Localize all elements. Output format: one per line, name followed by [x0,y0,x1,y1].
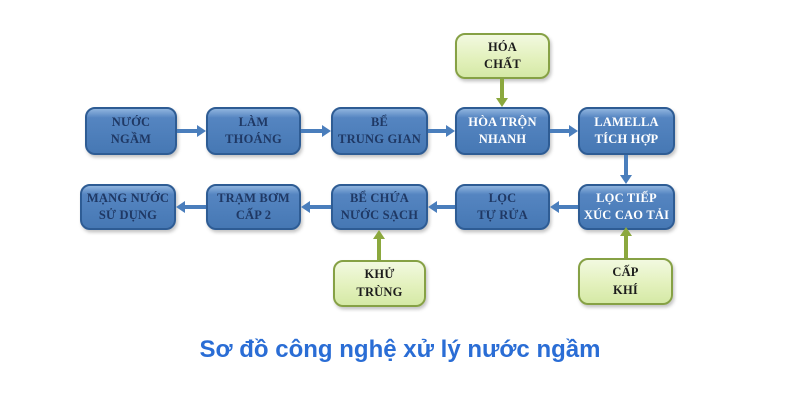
node-label: LỌC TIẾP XÚC CAO TẢI [583,190,670,223]
arrow-head-icon [620,175,632,184]
arrow-shaft [177,129,198,133]
arrow-shaft [550,129,570,133]
arrow-head-icon [197,125,206,137]
arrow-head-icon [569,125,578,137]
arrow-shaft [309,205,331,209]
node-khu-trung: KHỬ TRÙNG [333,260,426,307]
node-label: HÓA CHẤT [484,39,521,72]
node-label: CẤP KHÍ [612,265,639,297]
arrow-head-icon [322,125,331,137]
arrow-tram-bom-to-mang-nuoc [176,201,206,213]
arrow-shaft [184,205,206,209]
node-tram-bom-cap-2: TRẠM BƠM CẤP 2 [206,184,301,230]
arrow-lamella-to-loc-tiep-xuc [620,155,632,184]
arrow-shaft [624,235,628,258]
arrow-cap-khi-to-loc-tiep-xuc [620,227,632,258]
node-lam-thoang: LÀM THOÁNG [206,107,301,155]
arrow-be-trung-gian-to-hoa-tron-nhanh [428,125,455,137]
arrow-head-icon [446,125,455,137]
node-label: BỂ TRUNG GIAN [338,114,421,147]
diagram-title: Sơ đồ công nghệ xử lý nước ngầm [199,336,601,363]
node-label: LỌC TỰ RỬA [477,190,528,223]
arrow-head-icon [496,98,508,107]
arrow-hoa-tron-nhanh-to-lamella [550,125,578,137]
node-mang-nuoc-su-dung: MẠNG NƯỚC SỬ DỤNG [80,184,176,230]
node-label: LAMELLA TÍCH HỢP [594,114,659,147]
node-label: MẠNG NƯỚC SỬ DỤNG [86,190,170,223]
arrow-nuoc-ngam-to-lam-thoang [177,125,206,137]
arrow-hoa-chat-to-hoa-tron-nhanh [496,79,508,107]
node-label: NƯỚC NGẦM [110,114,152,147]
node-label: TRẠM BƠM CẤP 2 [217,190,290,223]
arrow-head-icon [176,201,185,213]
arrow-loc-tu-rua-to-be-chua [428,201,455,213]
arrow-head-icon [301,201,310,213]
arrow-shaft [558,205,578,209]
node-be-chua-nuoc-sach: BỂ CHỨA NƯỚC SẠCH [331,184,428,230]
arrow-lam-thoang-to-be-trung-gian [301,125,331,137]
node-label: LÀM THOÁNG [225,114,282,147]
node-nuoc-ngam: NƯỚC NGẦM [85,107,177,155]
arrow-shaft [436,205,455,209]
arrow-khu-trung-to-be-chua [373,230,385,260]
arrow-shaft [301,129,323,133]
arrow-shaft [428,129,447,133]
node-hoa-chat: HÓA CHẤT [455,33,550,79]
arrow-head-icon [428,201,437,213]
arrow-be-chua-to-tram-bom [301,201,331,213]
node-label: BỂ CHỨA NƯỚC SẠCH [340,190,419,223]
arrow-loc-tiep-xuc-to-loc-tu-rua [550,201,578,213]
node-be-trung-gian: BỂ TRUNG GIAN [331,107,428,155]
node-cap-khi: CẤP KHÍ [578,258,673,305]
arrow-shaft [377,238,381,260]
node-loc-tiep-xuc-cao-tai: LỌC TIẾP XÚC CAO TẢI [578,184,675,230]
node-lamella-tich-hop: LAMELLA TÍCH HỢP [578,107,675,155]
arrow-shaft [624,155,628,176]
node-label: KHỬ TRÙNG [356,267,403,299]
node-loc-tu-rua: LỌC TỰ RỬA [455,184,550,230]
node-hoa-tron-nhanh: HÒA TRỘN NHANH [455,107,550,155]
arrow-head-icon [373,230,385,239]
arrow-head-icon [550,201,559,213]
arrow-head-icon [620,227,632,236]
node-label: HÒA TRỘN NHANH [468,114,537,147]
arrow-shaft [500,79,504,99]
